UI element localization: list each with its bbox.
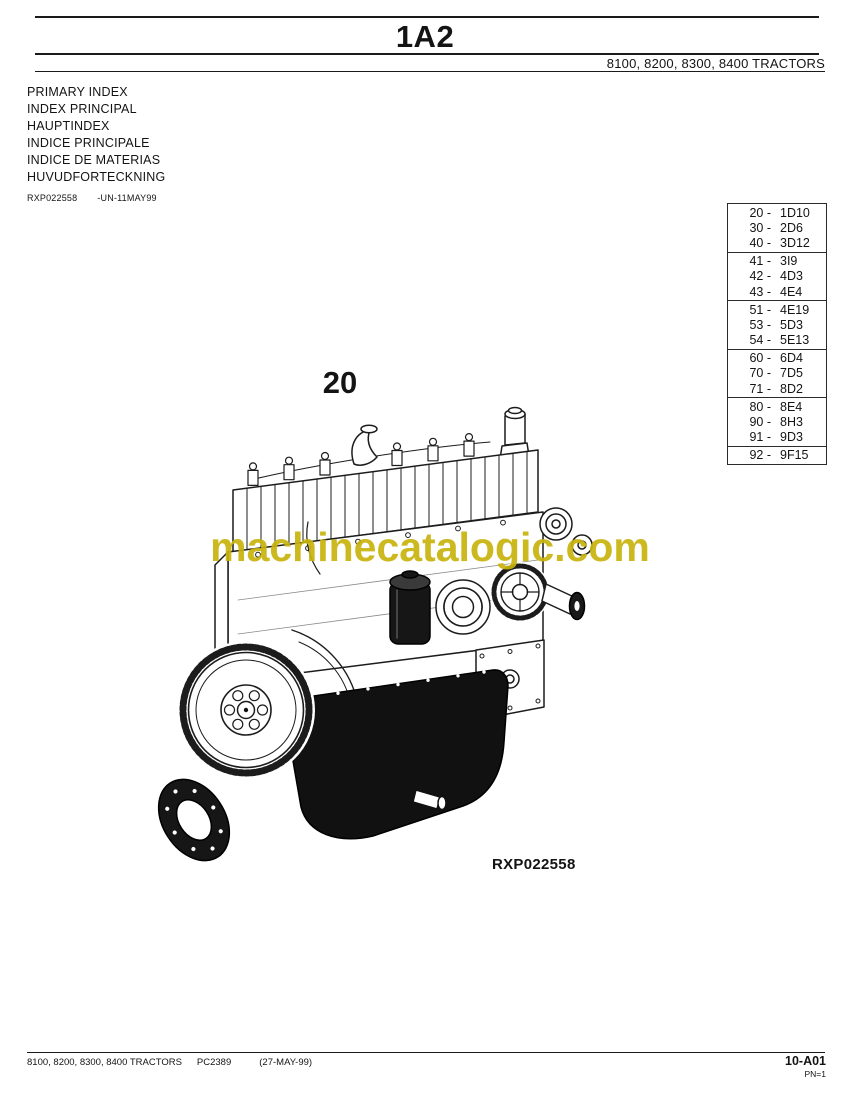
index-row: 71 - 8D2: [731, 381, 823, 396]
index-row: 40 - 3D12: [731, 235, 823, 250]
index-group: 41 - 3I9 42 - 4D3 43 - 4E4: [727, 251, 827, 302]
index-row: 91 - 9D3: [731, 430, 823, 445]
header-rule-top: [35, 16, 819, 18]
index-row-code: 9F15: [780, 448, 809, 463]
index-row: 90 - 8H3: [731, 414, 823, 429]
seal-housing-part: [157, 778, 231, 862]
index-row-code: 5E13: [780, 333, 810, 348]
index-title-sv: HUVUDFORTECKNING: [27, 169, 166, 184]
section-code: 1A2: [395, 19, 455, 54]
index-title-de: HAUPTINDEX: [27, 118, 110, 133]
oil-filter-part: [389, 570, 431, 645]
index-row: 54 - 5E13: [731, 333, 823, 348]
footer-page-code: 10-A01: [785, 1054, 826, 1068]
index-group: 60 - 6D4 70 - 7D5 71 - 8D2: [727, 348, 827, 399]
index-row: 60 - 6D4: [731, 351, 823, 366]
footer-date: (27-MAY-99): [259, 1057, 313, 1068]
index-group: 92 - 9F15: [727, 445, 827, 465]
index-row-number: 41 -: [749, 254, 771, 269]
index-row: 42 - 4D3: [731, 269, 823, 284]
watermark: machinecatalogic.com: [210, 524, 650, 570]
index-title-fr: INDEX PRINCIPAL: [27, 101, 137, 116]
index-row-number: 71 -: [749, 381, 771, 396]
index-row-number: 42 -: [749, 269, 771, 284]
index-row-code: 8E4: [780, 399, 803, 414]
index-row: 30 - 2D6: [731, 220, 823, 235]
reference-note: -UN-11MAY99: [97, 193, 157, 204]
index-row-number: 53 -: [749, 317, 771, 332]
footer-doc-code: PC2389: [196, 1057, 232, 1068]
index-row-code: 1D10: [780, 205, 810, 220]
index-row-code: 9D3: [780, 430, 803, 445]
index-table: 20 - 1D10 30 - 2D6 40 - 3D12 41 - 3I9 42 - 4D…: [727, 203, 827, 465]
index-row-code: 5D3: [780, 317, 803, 332]
figure-number: 20: [322, 365, 358, 400]
flywheel-part: [177, 641, 315, 779]
index-group: 80 - 8E4 90 - 8H3 91 - 9D3: [727, 397, 827, 447]
index-row-number: 70 -: [749, 366, 771, 381]
index-row-number: 91 -: [749, 430, 771, 445]
figure-caption: RXP022558: [492, 856, 576, 873]
index-row-number: 30 -: [749, 220, 771, 235]
footer-rule: [27, 1052, 825, 1053]
index-row-number: 90 -: [749, 415, 771, 430]
footer-page-note: PN=1: [804, 1069, 827, 1079]
index-row-code: 7D5: [780, 366, 803, 381]
index-row-code: 6D4: [780, 351, 803, 366]
footer-models: 8100, 8200, 8300, 8400 TRACTORS: [27, 1057, 182, 1068]
index-row-code: 8H3: [780, 415, 803, 430]
reference-code: RXP022558: [27, 193, 78, 204]
index-row-code: 8D2: [780, 381, 803, 396]
index-row-number: 40 -: [749, 235, 771, 250]
index-row-number: 54 -: [749, 333, 771, 348]
index-row-code: 4D3: [780, 269, 803, 284]
valve-train-part: [247, 432, 475, 487]
index-row: 80 - 8E4: [731, 399, 823, 414]
index-row-code: 4E4: [780, 284, 803, 299]
index-row-number: 20 -: [749, 205, 771, 220]
oil-pan-part: [285, 669, 509, 840]
footer-left: 8100, 8200, 8300, 8400 TRACTORS PC2389 (…: [27, 1057, 312, 1068]
index-row: 53 - 5D3: [731, 317, 823, 332]
index-row-number: 60 -: [749, 351, 771, 366]
header-rule-mid: [35, 53, 819, 55]
index-title-en: PRIMARY INDEX: [27, 85, 128, 99]
index-row: 20 - 1D10: [731, 205, 823, 220]
index-row-code: 2D6: [780, 220, 803, 235]
index-row: 70 - 7D5: [731, 366, 823, 381]
index-row: 92 - 9F15: [731, 448, 823, 463]
index-row-number: 92 -: [749, 448, 771, 463]
index-group: 51 - 4E19 53 - 5D3 54 - 5E13: [727, 300, 827, 350]
index-title-es: INDICE DE MATERIAS: [27, 152, 161, 167]
index-title-it: INDICE PRINCIPALE: [27, 135, 150, 150]
injection-pump-part: [435, 579, 491, 635]
index-row-number: 80 -: [749, 399, 771, 414]
index-row: 43 - 4E4: [731, 284, 823, 299]
index-row: 41 - 3I9: [731, 254, 823, 269]
engine-illustration: [157, 406, 593, 862]
index-title-block: PRIMARY INDEX INDEX PRINCIPAL HAUPTINDEX…: [27, 84, 165, 207]
reference-line: RXP022558 -UN-11MAY99: [27, 190, 165, 207]
model-header: 8100, 8200, 8300, 8400 TRACTORS: [606, 56, 825, 71]
timing-gear-part: [490, 562, 550, 622]
index-row-code: 3D12: [780, 235, 810, 250]
index-row-code: 3I9: [780, 254, 798, 269]
index-row-number: 51 -: [749, 302, 771, 317]
index-group: 20 - 1D10 30 - 2D6 40 - 3D12: [727, 203, 827, 253]
index-row-number: 43 -: [749, 284, 771, 299]
index-row: 51 - 4E19: [731, 302, 823, 317]
header-rule-bottom: [35, 71, 825, 72]
pulley-part: [539, 507, 593, 556]
index-row-code: 4E19: [780, 302, 810, 317]
